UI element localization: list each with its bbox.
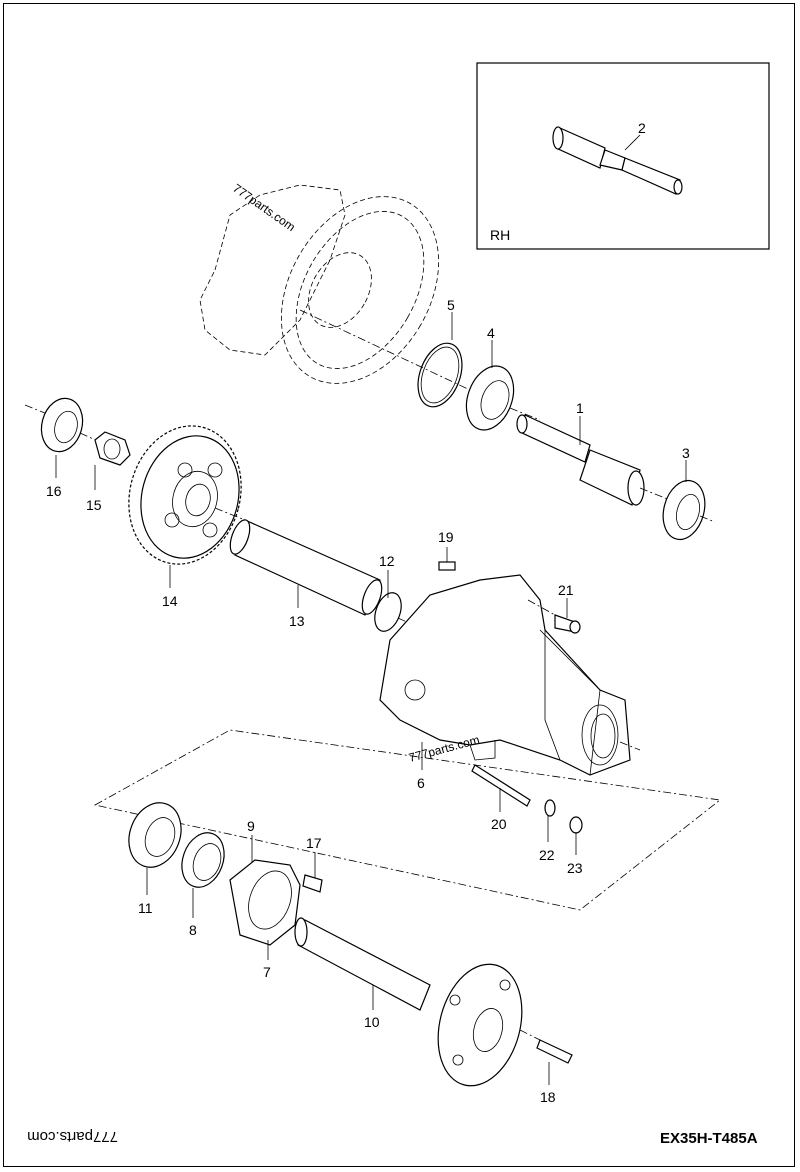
- leader-lines: [55, 134, 687, 1085]
- inset-box: [476, 62, 770, 250]
- nut-15-part[interactable]: [94, 431, 131, 466]
- input-shaft-part[interactable]: [516, 414, 645, 506]
- callout-19: 19: [438, 529, 454, 545]
- stud-18-part[interactable]: [536, 1039, 573, 1064]
- callout-8: 8: [189, 922, 197, 938]
- bolt-17-part[interactable]: [302, 874, 323, 893]
- watermark-bottom: 777parts.com: [27, 1128, 118, 1145]
- callout-2: 2: [638, 120, 646, 136]
- inset-label: RH: [490, 227, 510, 243]
- bolt-21-part[interactable]: [554, 614, 581, 634]
- bearing-11-part[interactable]: [120, 795, 190, 874]
- stud-20-part[interactable]: [471, 764, 531, 807]
- callout-3: 3: [682, 445, 690, 461]
- bearing-16-part[interactable]: [36, 394, 89, 457]
- callout-6: 6: [417, 775, 425, 791]
- callout-23: 23: [567, 860, 583, 876]
- callout-12: 12: [379, 553, 395, 569]
- snap-ring-part[interactable]: [410, 337, 470, 413]
- callout-7: 7: [263, 964, 271, 980]
- callout-22: 22: [539, 847, 555, 863]
- callout-17: 17: [306, 835, 322, 851]
- nut-23-part[interactable]: [569, 816, 583, 834]
- callout-4: 4: [487, 325, 495, 341]
- callout-14: 14: [162, 593, 178, 609]
- bearing-3-part[interactable]: [657, 476, 711, 544]
- watermark-top: 777parts.com: [230, 181, 298, 234]
- callout-16: 16: [46, 483, 62, 499]
- shaft-rh-part[interactable]: [552, 126, 683, 195]
- callout-18: 18: [540, 1089, 556, 1105]
- transfer-housing-part[interactable]: [379, 574, 631, 776]
- ring-12-part[interactable]: [370, 589, 406, 635]
- bearing-cover-part[interactable]: [229, 859, 301, 946]
- callout-15: 15: [86, 497, 102, 513]
- gear-14-part[interactable]: [114, 413, 256, 577]
- ghost-housing: [199, 184, 471, 391]
- seal-8-part[interactable]: [175, 827, 232, 893]
- axle-10-part[interactable]: [294, 917, 535, 1095]
- assembly-outline: [93, 729, 721, 911]
- callout-21: 21: [558, 582, 574, 598]
- sleeve-13-part[interactable]: [226, 517, 385, 616]
- callout-5: 5: [447, 297, 455, 313]
- diagram-code: EX35H-T485A: [660, 1130, 758, 1147]
- callout-9: 9: [247, 818, 255, 834]
- bearing-4-part[interactable]: [458, 359, 522, 436]
- callout-20: 20: [491, 816, 507, 832]
- callout-1: 1: [576, 400, 584, 416]
- callout-10: 10: [364, 1014, 380, 1030]
- callout-labels: 2 1 3 4 5 16 15 14 13 12 19 21 6 20 22 2…: [46, 120, 690, 1105]
- callout-11: 11: [138, 900, 153, 916]
- pin-19-part[interactable]: [438, 561, 456, 571]
- washer-22-part[interactable]: [544, 799, 556, 817]
- callout-13: 13: [289, 613, 305, 629]
- page-border: [3, 3, 795, 1167]
